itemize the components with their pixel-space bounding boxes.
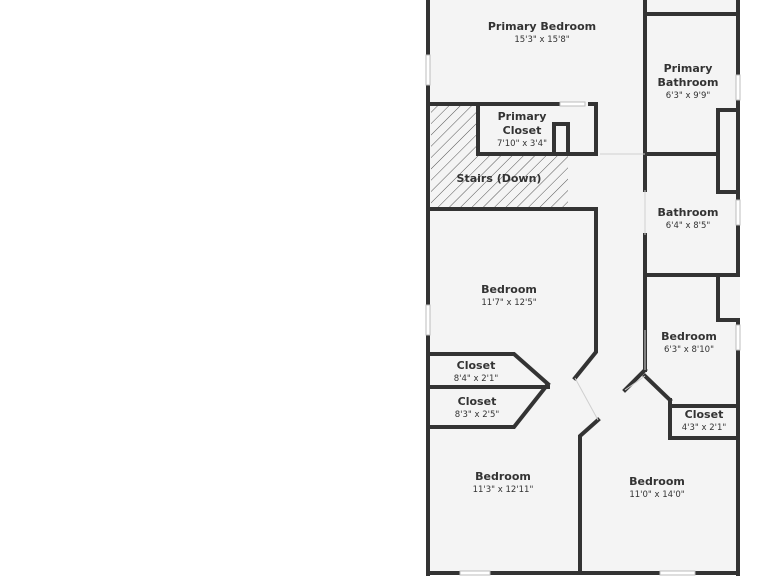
room-dims: 11'7" x 12'5"	[481, 298, 536, 308]
openings	[574, 153, 646, 421]
room-dims: 8'3" x 2'5"	[455, 410, 500, 420]
room-dims: 6'4" x 8'5"	[666, 221, 711, 231]
room-name: Closet	[458, 395, 497, 408]
room-name: Closet	[685, 408, 724, 421]
room-dims: 4'3" x 2'1"	[682, 423, 727, 433]
room-name: Stairs (Down)	[457, 172, 542, 185]
room-name: Closet	[503, 124, 542, 137]
room-name: Closet	[457, 359, 496, 372]
room-name: Bedroom	[629, 475, 685, 488]
room-name: Bedroom	[481, 283, 537, 296]
room-dims: 6'3" x 8'10"	[664, 345, 714, 355]
room-name: Bathroom	[658, 76, 719, 89]
room-name: Bedroom	[475, 470, 531, 483]
room-dims: 8'4" x 2'1"	[454, 374, 499, 384]
room-dims: 6'3" x 9'9"	[666, 91, 711, 101]
room-dims: 15'3" x 15'8"	[514, 35, 569, 45]
room-labels: Primary Bedroom 15'3" x 15'8" Primary Ba…	[454, 20, 727, 500]
room-name: Bedroom	[661, 330, 717, 343]
room-name: Primary Bedroom	[488, 20, 596, 33]
primary-closet-fill	[480, 104, 594, 154]
windows	[425, 54, 741, 576]
room-name: Bathroom	[658, 206, 719, 219]
room-dims: 11'0" x 14'0"	[629, 490, 684, 500]
room-name: Primary	[664, 62, 713, 75]
room-name: Primary	[498, 110, 547, 123]
walls	[426, 0, 740, 576]
room-dims: 11'3" x 12'11"	[473, 485, 534, 495]
room-dims: 7'10" x 3'4"	[497, 139, 547, 149]
